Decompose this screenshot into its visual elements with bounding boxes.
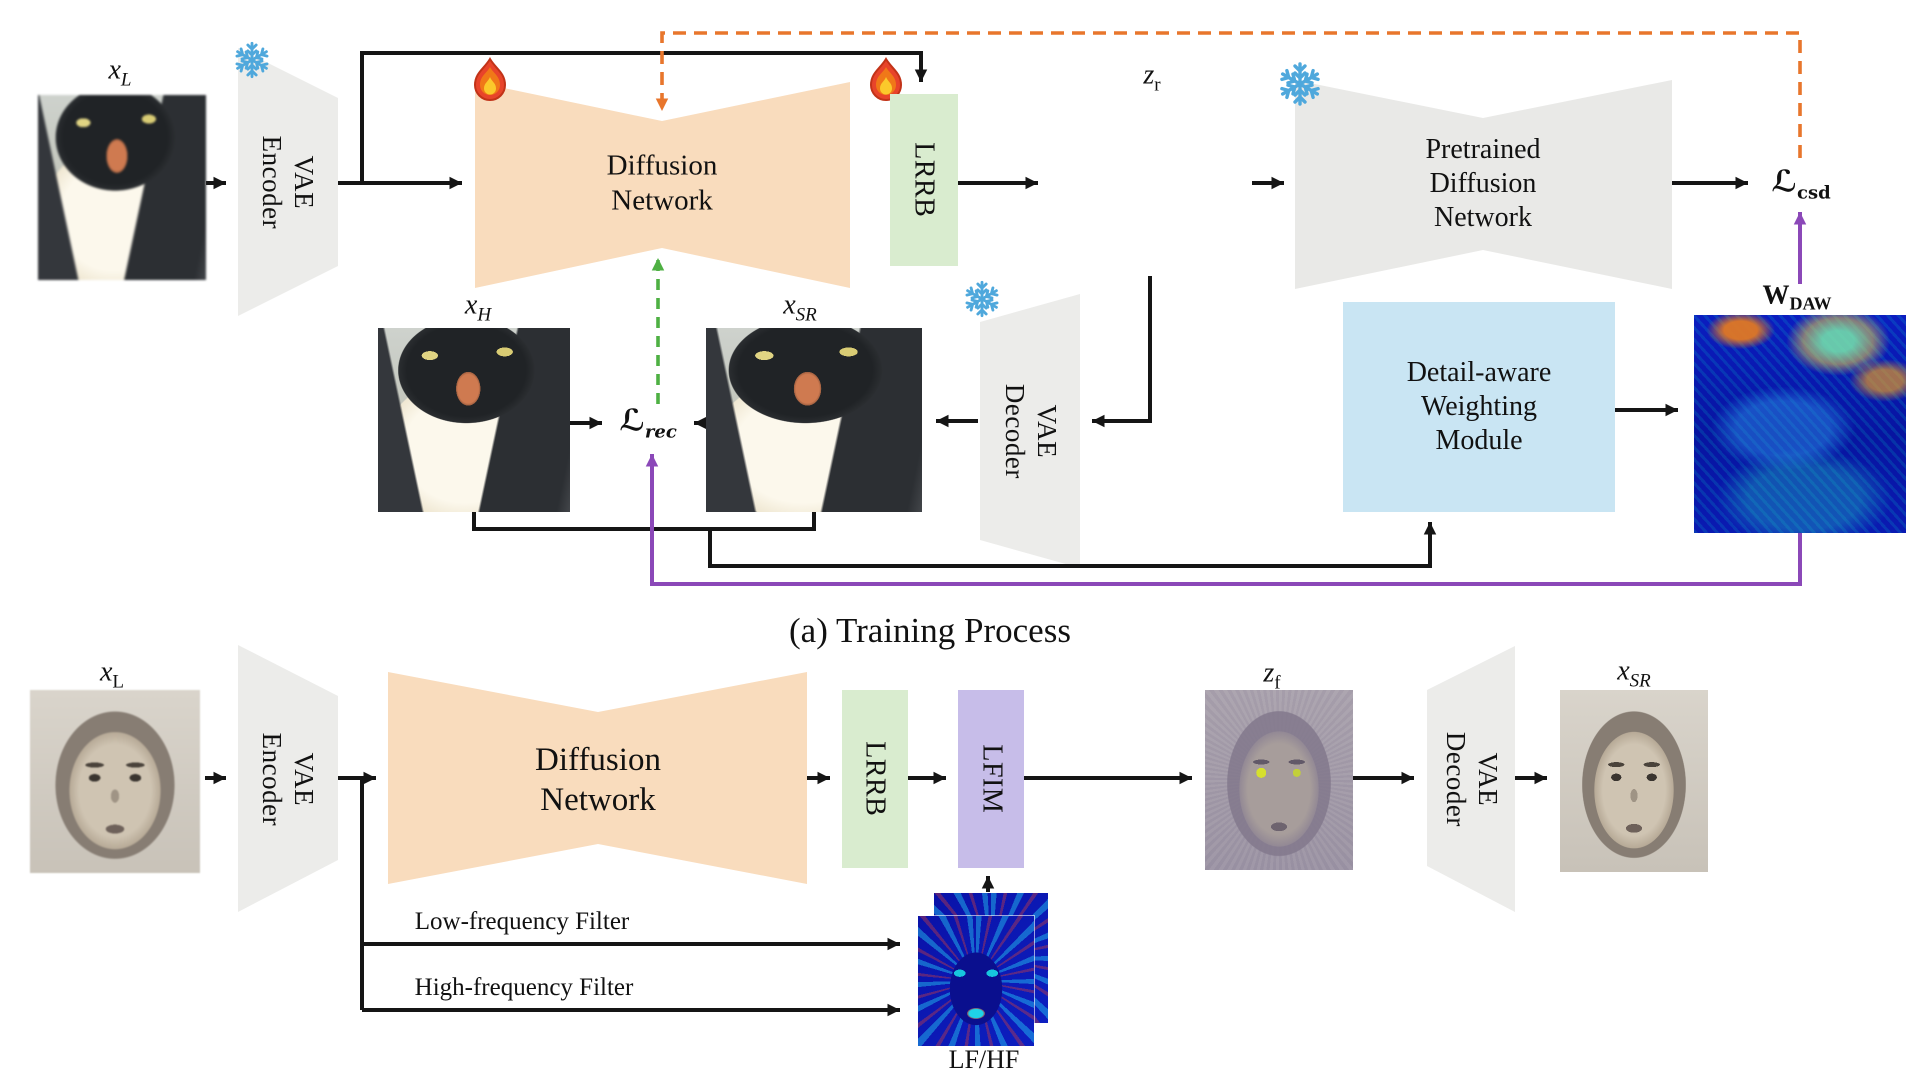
csd-gradient-dashed-orange [655,31,1802,158]
daw-module: Detail-aware Weighting Module [1343,302,1615,512]
low-res-penguin-image [38,95,206,280]
vae-encoder-training: VAE Encoder [238,92,338,272]
daw-module-label: Detail-aware Weighting Module [1406,356,1552,457]
vae-decoder-inference: VAE Decoder [1421,689,1521,869]
vae-decoder-shape-inference [1427,646,1515,912]
lrrb-block-inference: LRRB [842,690,908,868]
snowflake-icon [965,282,998,315]
low-frequency-filter-label: Low-frequency Filter [414,908,630,935]
vae-encoder-label: VAE Encoder [256,135,320,229]
skip-rail-to-lrrb [360,51,928,183]
zf-latent-image [1205,690,1353,870]
hf-heatmap-image [918,916,1034,1046]
fire-icon [474,58,506,101]
xsr-label-inference: xSR [1617,655,1651,692]
vae-encoder-label: VAE Encoder [256,732,320,826]
low-res-face-image [30,690,200,873]
arrow-zr-to-decoder [1092,276,1152,428]
super-res-penguin-image [706,328,922,512]
pretrained-diffusion-label: Pretrained Diffusion Network [1425,133,1541,234]
wdaw-to-lrec-purple [645,454,1802,586]
vae-decoder-label: VAE Decoder [1439,731,1503,827]
diffusion-network-shape-training [475,82,850,288]
wdaw-heatmap-image [1694,315,1906,533]
vae-encoder-shape-inference [238,645,338,912]
diffusion-network-label-inference: Diffusion Network [535,741,661,818]
loss-csd-label: ℒcsd [1771,164,1831,204]
pretrained-diffusion-shape [1295,80,1672,289]
lfim-label: LFIM [975,744,1007,814]
xh-label: xH [464,289,492,326]
high-frequency-filter-label: High-frequency Filter [414,974,634,1001]
xsr-label-training: xSR [783,289,817,326]
lrrb-label: LRRB [859,741,891,817]
xl-label-inference: xL [99,656,125,693]
vae-encoder-inference: VAE Encoder [238,689,338,869]
lrrb-block-training: LRRB [890,94,958,266]
diffusion-network-shape-inference [388,672,807,884]
vae-encoder-shape-training [238,48,338,316]
vae-decoder-label: VAE Decoder [998,383,1062,479]
training-caption: (a) Training Process [789,611,1071,650]
lfim-block: LFIM [958,690,1024,868]
zr-latent-image [1050,92,1250,276]
high-res-penguin-image [378,328,570,512]
bracket-xh-xsr [472,512,816,531]
lfhf-label: LF/HF [948,1045,1020,1074]
super-res-face-image [1560,690,1708,872]
xl-label-training: xL [108,54,132,91]
wdaw-label: WDAW [1762,279,1832,314]
vae-decoder-training: VAE Decoder [980,341,1080,521]
diffusion-network-label-training: Diffusion Network [606,149,718,217]
lrrb-label: LRRB [908,142,940,218]
rail-to-daw-module [708,522,1437,568]
loss-rec-label: ℒrec [619,403,677,443]
vae-decoder-shape-training [980,294,1080,568]
zr-label: zr [1143,59,1161,96]
zf-label: zf [1263,657,1281,694]
